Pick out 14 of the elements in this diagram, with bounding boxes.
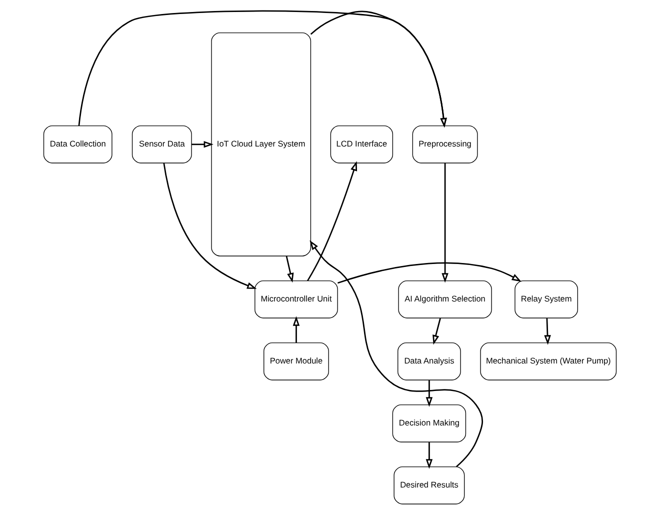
arrow (426, 380, 433, 407)
arrow (544, 318, 551, 345)
arrow (78, 10, 447, 128)
arrow (432, 318, 441, 345)
arrow (310, 240, 483, 468)
arrow (163, 162, 257, 289)
arrow (292, 316, 300, 343)
arrow (307, 161, 358, 282)
arrow (310, 10, 447, 128)
arrow (442, 163, 448, 283)
arrow (337, 262, 522, 284)
arrow (426, 442, 433, 469)
arrow (286, 256, 294, 283)
arrow (192, 141, 214, 148)
